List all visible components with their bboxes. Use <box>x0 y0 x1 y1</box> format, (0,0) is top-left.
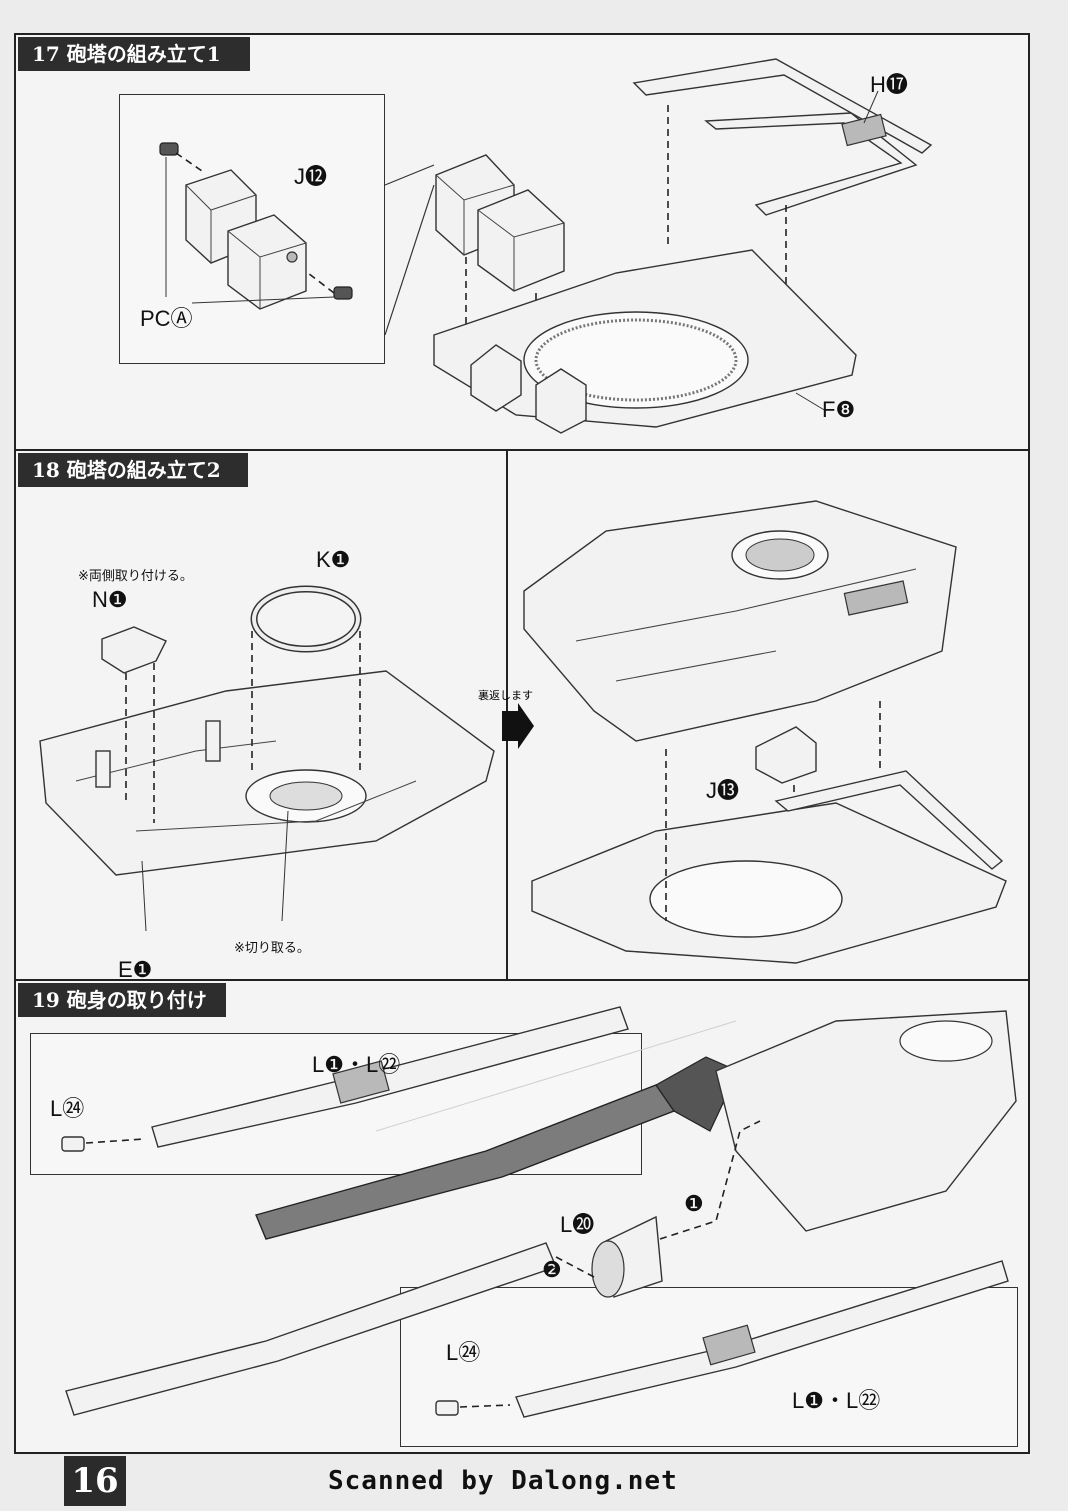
part-barrel-assembled <box>255 1020 739 1240</box>
part-barrel-lower <box>65 1242 595 1416</box>
part-l20-mantlet <box>591 1120 761 1298</box>
scan-credit: Scanned by Dalong.net <box>328 1466 678 1496</box>
label-l1-l22-top: L❶・L㉒ <box>312 1052 401 1077</box>
label-j12: J⓬ <box>294 164 328 189</box>
part-h17-frame <box>632 58 933 345</box>
step-17-header: 17 砲塔の組み立て1 <box>18 37 250 71</box>
part-n1-bracket <box>101 626 167 823</box>
label-k1: K❶ <box>316 547 351 572</box>
label-order-2: ❷ <box>542 1257 562 1282</box>
step-19-section: 19 砲身の取り付け <box>16 981 1028 1454</box>
part-barrel-top-inset <box>61 1006 629 1152</box>
note-cut-off: ※切り取る。 <box>234 941 310 956</box>
part-lower-turret-assembly <box>531 701 1007 964</box>
part-e1-turret-shell <box>39 670 495 876</box>
step-19-illustration <box>61 1006 1017 1418</box>
part-j12-blocks <box>185 169 307 310</box>
page-number: 16 <box>64 1456 126 1506</box>
step-18-section: 18 砲塔の組み立て2 <box>16 451 1028 982</box>
part-mantlet-blocks <box>435 154 565 370</box>
step-17-section: 17 砲塔の組み立て1 <box>16 35 1028 451</box>
step-17-illustration <box>159 58 933 434</box>
label-l24-bottom: L㉔ <box>446 1340 481 1365</box>
part-f8-turret-base <box>433 249 857 434</box>
label-l24-top: L㉔ <box>50 1096 85 1121</box>
step-18-header: 18 砲塔の組み立て2 <box>18 453 248 487</box>
manual-page: 17 砲塔の組み立て1 <box>14 33 1030 1454</box>
part-barrel-bottom-inset <box>435 1260 1009 1418</box>
label-pca: PCⒶ <box>140 306 193 331</box>
part-pca-caps <box>159 142 353 304</box>
step-18-illustration <box>39 500 1007 964</box>
note-attach-both-sides: ※両側取り付ける。 <box>78 569 193 584</box>
part-turret-top <box>715 1010 1017 1232</box>
label-h17: H⓱ <box>870 72 908 97</box>
label-f8: F❽ <box>822 397 856 422</box>
part-k1-ring <box>250 585 362 771</box>
label-l1-l22-bottom: L❶・L㉒ <box>792 1388 881 1413</box>
part-upper-turret <box>523 500 957 742</box>
flip-over-text: 裏返します <box>478 689 533 702</box>
label-j13: J⓭ <box>706 778 740 803</box>
label-e1: E❶ <box>118 957 153 982</box>
step-19-header: 19 砲身の取り付け <box>18 983 226 1017</box>
label-l20: L⓴ <box>560 1212 595 1237</box>
step-17-detail-inset <box>119 94 385 364</box>
label-order-1: ❶ <box>684 1191 704 1216</box>
arrow-right-icon <box>500 703 534 753</box>
label-n1: N❶ <box>92 587 128 612</box>
